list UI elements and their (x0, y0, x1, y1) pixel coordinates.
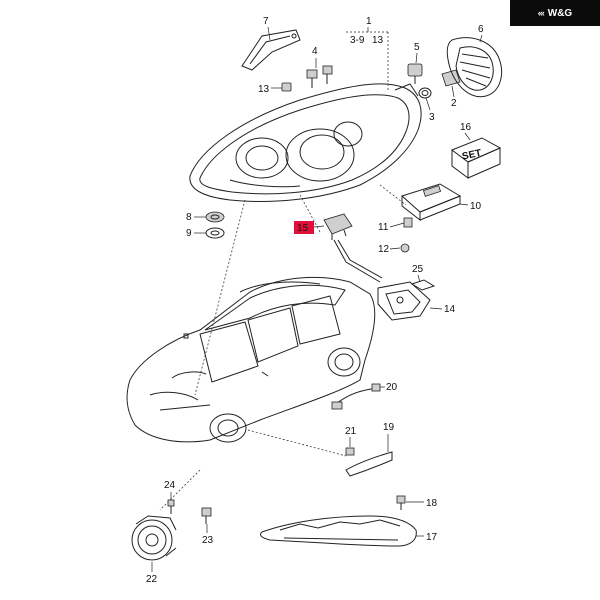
part-3-ring[interactable] (418, 87, 432, 99)
car-illustration (126, 276, 376, 443)
part-4-screws[interactable] (306, 65, 333, 88)
callout-7: 7 (263, 16, 269, 27)
part-14-housing[interactable] (377, 281, 431, 321)
part-12-screw[interactable] (400, 243, 410, 253)
set-box-label: SET (461, 148, 482, 163)
brand-text: W&G (547, 7, 573, 19)
part-25-clip[interactable] (410, 279, 436, 291)
callout-21: 21 (345, 426, 357, 437)
part-22-fog-lamp[interactable] (131, 515, 177, 561)
callout-5: 5 (414, 42, 420, 53)
callout-6: 6 (478, 24, 484, 35)
callout-12: 12 (378, 244, 390, 255)
part-5-bulb[interactable] (407, 63, 423, 84)
part-11-clip[interactable] (403, 217, 413, 228)
part-17-drl-strip[interactable] (259, 515, 417, 547)
callout-16: 16 (460, 122, 472, 133)
part-18-screw[interactable] (396, 495, 406, 510)
callout-24: 24 (164, 480, 176, 491)
brand-badge: ‹‹‹ W&G (510, 0, 600, 26)
headlight-assembly[interactable] (189, 83, 422, 202)
adjuster-rod (333, 239, 381, 283)
callout-1: 1 (366, 16, 372, 27)
part-21-bulb[interactable] (345, 447, 355, 456)
callout-15-highlight (294, 221, 314, 234)
callout-9: 9 (186, 228, 192, 239)
callout-22: 22 (146, 574, 158, 585)
part-9-washer[interactable] (205, 227, 225, 239)
callout-23: 23 (202, 535, 214, 546)
callout-10: 10 (470, 201, 482, 212)
part-15-actuator[interactable] (323, 213, 353, 240)
callout-20: 20 (386, 382, 398, 393)
part-8-washer[interactable] (205, 211, 225, 223)
part-20-harness[interactable] (331, 383, 381, 410)
part-6-cover[interactable] (446, 37, 502, 98)
callout-4: 4 (312, 46, 318, 57)
part-10-control-module[interactable] (401, 183, 462, 222)
callout-19: 19 (383, 422, 395, 433)
callout-8: 8 (186, 212, 192, 223)
part-24-screw[interactable] (167, 499, 175, 514)
part-23-screw[interactable] (201, 507, 212, 524)
callout-1-range: 3-9 (350, 35, 365, 46)
callout-18: 18 (426, 498, 438, 509)
part-16-set-box[interactable]: SET (450, 137, 502, 179)
callout-14: 14 (444, 304, 456, 315)
callout-11: 11 (378, 222, 389, 233)
callout-1-sub: 13 (372, 35, 384, 46)
callout-2: 2 (451, 98, 457, 109)
callout-25: 25 (412, 264, 424, 275)
callout-15: 15 (297, 223, 309, 234)
callout-3: 3 (429, 112, 435, 123)
callout-17: 17 (426, 532, 438, 543)
wing-icon: ‹‹‹ (537, 8, 545, 18)
callout-13: 13 (258, 84, 270, 95)
part-19-marker[interactable] (345, 451, 393, 477)
part-7-bracket[interactable] (241, 29, 301, 71)
part-13-nut[interactable] (281, 82, 292, 92)
